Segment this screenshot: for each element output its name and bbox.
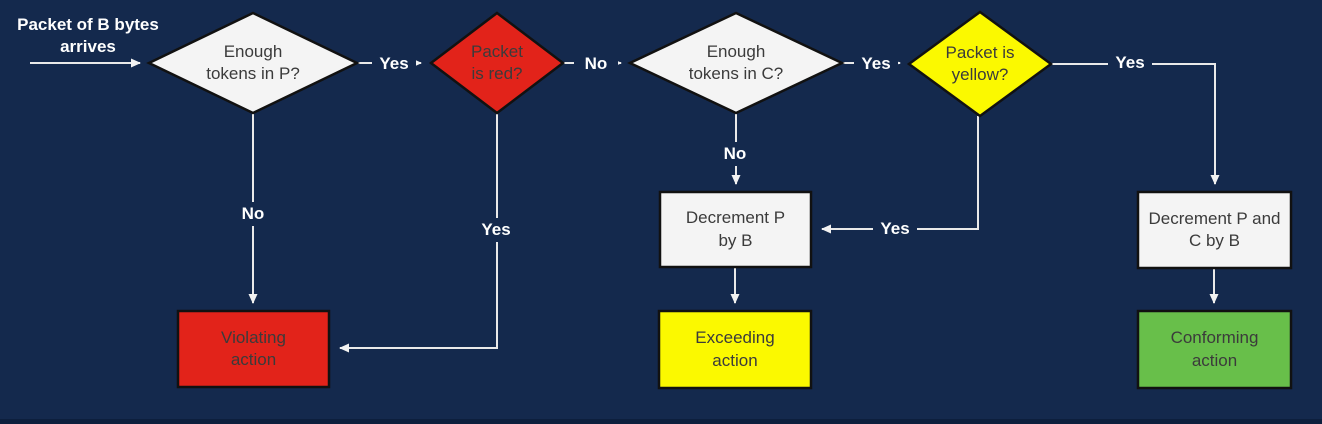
- process-decrement-pc-shape: [1136, 190, 1293, 270]
- action-conforming-shape: [1136, 309, 1293, 390]
- edge-packet-red-down-yes: [339, 113, 498, 353]
- decision-packet-yellow-shape: [906, 10, 1054, 118]
- process-decrement-p-shape: [658, 190, 813, 269]
- edge-packet-yellow-right-yes: [1051, 63, 1220, 185]
- edge-packet-yellow-down-yes: [821, 116, 979, 234]
- decision-tokens-c-shape: [627, 11, 845, 115]
- action-exceeding-shape: [657, 309, 813, 390]
- decision-packet-red-shape: [428, 11, 566, 115]
- bottom-edge-shadow: [0, 419, 1322, 424]
- decision-tokens-p-shape: [146, 11, 360, 115]
- action-violating-shape: [176, 309, 331, 389]
